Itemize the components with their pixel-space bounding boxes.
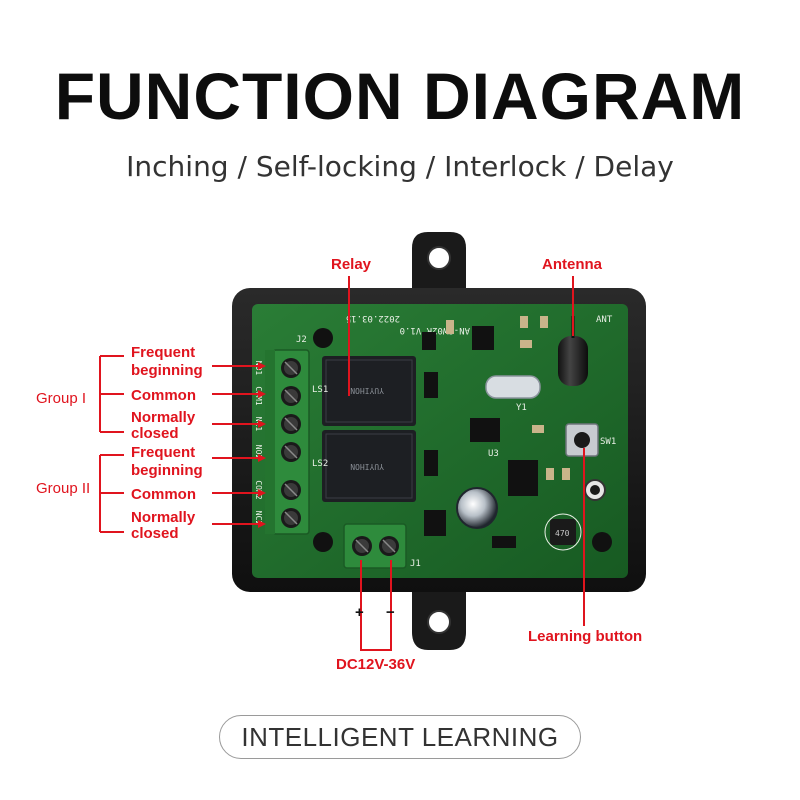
terminal-arrowhead-6 [258,520,266,528]
terminal-label-6: NC2 [254,511,263,526]
terminal-block-power [343,523,407,569]
terminal-screw-1 [281,358,301,378]
ref-ant: ANT [596,315,613,325]
smd-parts [520,340,532,348]
terminal-screw-2 [281,386,301,406]
learning-button[interactable] [565,423,599,457]
inductor-value: 470 [555,529,570,538]
crystal-y1 [485,375,541,399]
page-subtitle: Inching / Self-locking / Interlock / Del… [126,150,674,183]
g2-t1-line1: Frequent [131,444,196,461]
smd-parts [540,316,548,328]
smd-parts [562,468,570,480]
chip-u2 [470,418,500,442]
g2-t1-line2: beginning [131,462,203,479]
led-indicator [584,479,606,501]
terminal-label-4: NO2 [254,445,263,460]
callout-line-power [360,560,392,651]
mounting-tab-bottom [412,590,466,650]
callout-relay: Relay [331,256,372,273]
diode-d4 [492,536,516,548]
capacitor [456,487,498,529]
terminal-arrowhead-3 [258,420,266,428]
terminal-arrowhead-2 [258,390,266,398]
board-date: 2022.03.15 [346,313,400,323]
smd-parts [546,468,554,480]
pcb-hole [313,328,333,348]
smd-parts [446,320,454,334]
relay-ls2-brand: YUYIHON [350,462,384,471]
g1-t2-line1: Common [131,387,196,404]
group-1-label: Group I [36,390,87,407]
ref-sw1: SW1 [600,437,616,447]
ref-u3: U3 [488,449,499,459]
callout-lines [99,276,585,651]
page-title: FUNCTION DIAGRAM [54,59,746,133]
inductor-l3: 470 [544,513,582,551]
g2-t2-line1: Common [131,486,196,503]
callout-minus: − [386,604,395,621]
terminal-arrowhead-1 [258,362,266,370]
diode-d2 [424,372,438,398]
diode-d3 [424,510,446,536]
mounting-tab-top [412,232,466,290]
pcb-hole [313,532,333,552]
terminal-arrowhead-4 [258,454,266,462]
smd-parts [520,316,528,328]
terminal-screw-6 [281,508,301,528]
g1-t3-line1: Normally [131,409,196,426]
ref-y1: Y1 [516,403,527,413]
ref-j2: J2 [296,335,307,345]
terminal-block-outputs [265,349,310,535]
diode-d1 [424,450,438,476]
g2-t3-line2: closed [131,525,179,542]
ref-j1: J1 [410,559,421,569]
chip-u3 [508,460,538,496]
ref-ls1: LS1 [312,385,328,395]
group-2-label: Group II [36,480,91,497]
callout-antenna: Antenna [542,256,602,273]
g1-t1-line2: beginning [131,362,203,379]
g2-t3-line1: Normally [131,509,196,526]
chip-u1 [472,326,494,350]
intelligent-learning-badge: INTELLIGENT LEARNING [219,715,581,759]
g1-t3-line2: closed [131,425,179,442]
relay-ls1-brand: YUYIHON [350,386,384,395]
relay-ls1: YUYIHON [322,356,416,426]
smd-parts [532,425,544,433]
pcb-hole [592,532,612,552]
terminal-arrowhead-5 [258,489,266,497]
callout-learning-button: Learning button [528,628,643,645]
terminal-screw-5 [281,480,301,500]
board-model: AN-SW02R V1.0 [400,325,470,335]
callout-power: DC12V-36V [336,656,416,673]
terminal-screw-4 [281,442,301,462]
callout-plus: + [355,604,364,621]
transistor-q [422,332,436,350]
terminal-screw-3 [281,414,301,434]
relay-ls2: YUYIHON [322,430,416,502]
ref-ls2: LS2 [312,459,328,469]
g1-t1-line1: Frequent [131,344,196,361]
